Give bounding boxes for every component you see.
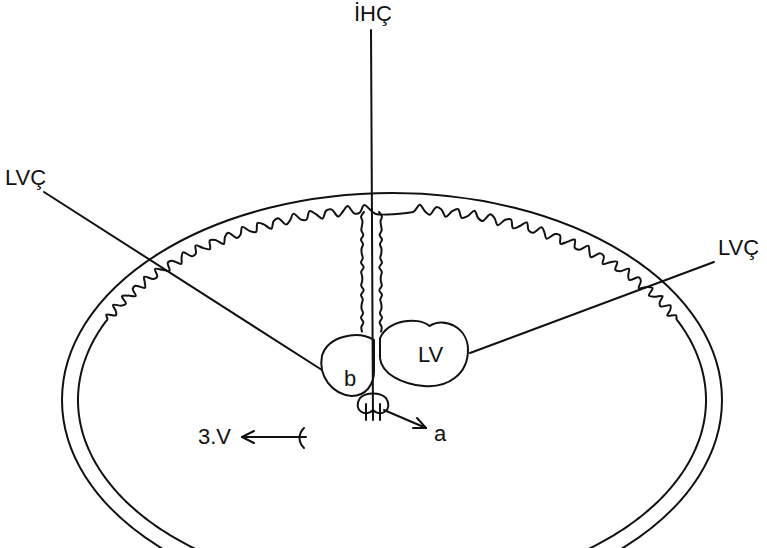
ventricle-label: b xyxy=(344,368,356,390)
axis-label: LVÇ xyxy=(3,166,48,190)
brain-surface xyxy=(78,205,706,548)
ventricle-outline xyxy=(380,321,468,387)
arrow-head xyxy=(413,418,426,428)
ventricle-axis xyxy=(470,262,714,353)
leader-tick xyxy=(300,428,305,448)
structure-label: 3.V xyxy=(196,425,233,449)
falx-line xyxy=(361,212,364,332)
falx-line xyxy=(379,212,382,332)
arrow-head xyxy=(242,431,254,443)
ventricle-outline xyxy=(321,335,374,396)
ventricle-label: LV xyxy=(418,344,443,366)
axis-label: LVÇ xyxy=(716,236,761,260)
third-ventricle-wall xyxy=(366,404,380,420)
skull-outline xyxy=(62,193,722,548)
lateral-ventricle: b xyxy=(318,332,376,398)
leader-line xyxy=(242,436,306,438)
midline-axis xyxy=(371,30,373,420)
lateral-ventricle: LV xyxy=(378,318,470,390)
axis-label: İHÇ xyxy=(352,2,394,26)
leader-line xyxy=(384,410,426,428)
callout-letter: a xyxy=(432,422,448,446)
ventricle-axis xyxy=(44,192,322,370)
